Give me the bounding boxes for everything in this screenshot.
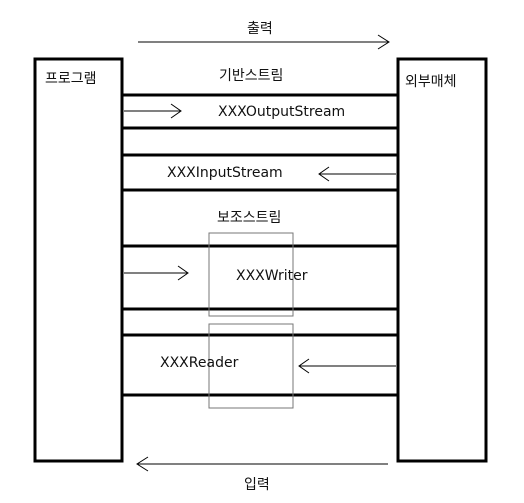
- input-stream-label: XXXInputStream: [167, 165, 283, 181]
- program-label: 프로그램: [45, 71, 97, 87]
- reader-aux-box: [208, 323, 294, 409]
- program-box: [33, 57, 124, 463]
- output-stream-arrow: [124, 103, 182, 119]
- input-stream-channel: [122, 153, 398, 192]
- output-flow-arrow: [138, 34, 390, 50]
- input-flow-arrow: [136, 456, 388, 472]
- writer-label: XXXWriter: [236, 268, 308, 284]
- basic-stream-title: 기반스트림: [219, 68, 284, 84]
- external-media-label: 외부매체: [405, 74, 457, 90]
- reader-channel: [122, 333, 398, 397]
- input-stream-arrow: [318, 166, 396, 182]
- auxiliary-stream-title: 보조스트림: [217, 210, 282, 226]
- reader-label: XXXReader: [160, 355, 239, 371]
- output-stream-channel: [122, 93, 398, 130]
- writer-aux-box: [208, 232, 294, 317]
- reader-arrow: [298, 358, 396, 374]
- writer-channel: [122, 244, 398, 311]
- output-flow-label: 출력: [247, 21, 273, 37]
- input-flow-label: 입력: [244, 477, 270, 493]
- writer-arrow: [124, 265, 189, 281]
- output-stream-label: XXXOutputStream: [218, 104, 346, 120]
- external-media-box: [396, 57, 488, 463]
